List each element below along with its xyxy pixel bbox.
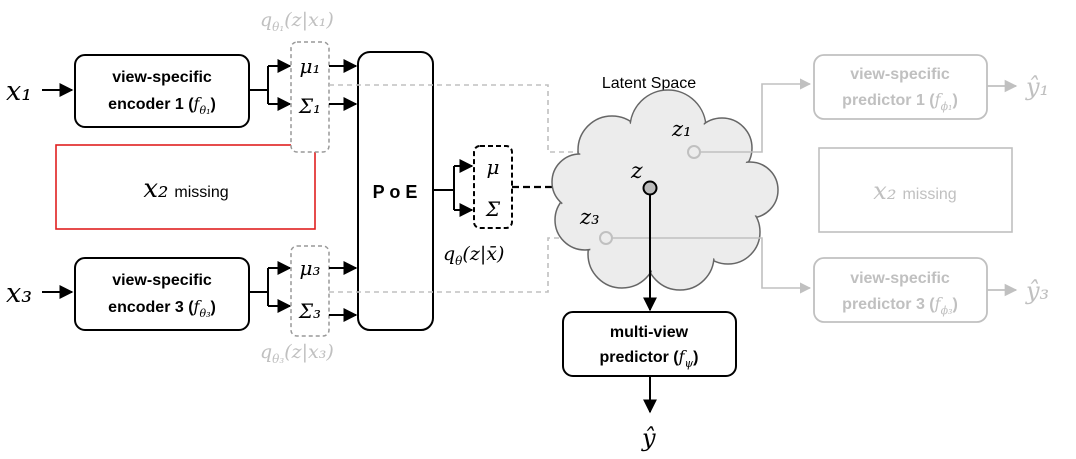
predictor-1-line2: predictor 1 (fϕ₁) [842, 90, 958, 113]
predictor-3-line1: view-specific [850, 270, 950, 287]
mu3-label: μ₃ [299, 256, 320, 280]
mu1-label: μ₁ [299, 54, 320, 78]
posterior-1-box: μ₁ Σ₁ [290, 41, 330, 153]
encoder-3-line1: view-specific [112, 272, 212, 289]
joint-mu-label: μ [487, 155, 500, 179]
latent-z3-label: z₃ [579, 205, 599, 229]
output-y3-hat: ŷ₃ [1025, 277, 1049, 305]
input-x3-label: x₃ [6, 278, 32, 309]
encoder-3-line2: encoder 3 (fθ₃) [108, 297, 216, 320]
posterior-to-poe-arrows [329, 59, 358, 322]
latent-z-label: z [630, 159, 643, 184]
posterior-3-box: μ₃ Σ₃ [290, 245, 330, 337]
encoder-1-box: view-specific encoder 1 (fθ₁) [74, 54, 250, 128]
posterior-q1-label: qθ₁(z|x₁) [260, 9, 334, 34]
joint-posterior-box: μ Σ [473, 145, 513, 229]
joint-sigma-label: Σ [485, 197, 501, 221]
predictor-1-line1: view-specific [850, 66, 950, 83]
input-x1-label: x₁ [6, 76, 32, 107]
posterior-q3-label: qθ₃(z|x₃) [260, 341, 334, 366]
sigma1-label: Σ₁ [298, 94, 321, 118]
latent-space-title: Latent Space [602, 75, 696, 92]
joint-posterior-label: qθ(z|x̄) [443, 243, 504, 268]
predictor-3-box: view-specific predictor 3 (fϕ₃) [813, 257, 988, 323]
latent-z1-point [687, 145, 701, 159]
encoder-3-branch [249, 261, 292, 313]
poe-branch [433, 159, 474, 217]
encoder-1-line1: view-specific [112, 69, 212, 86]
output-y1-hat: ŷ₁ [1025, 73, 1049, 101]
multiview-line1: multi-view [610, 324, 689, 341]
output-y-hat: ŷ [641, 424, 656, 452]
encoder-1-branch [249, 59, 292, 111]
faded-link-z3-to-predictor3 [612, 237, 812, 294]
encoder-1-line2: encoder 1 (fθ₁) [108, 94, 216, 117]
poe-label: P o E [373, 182, 418, 202]
sigma3-label: Σ₃ [298, 299, 321, 323]
faded-link-z1-to-predictor1 [700, 78, 812, 153]
multiview-line2: predictor (fψ) [599, 347, 698, 370]
encoder-3-box: view-specific encoder 3 (fθ₃) [74, 257, 250, 331]
poe-block: P o E [357, 51, 434, 331]
latent-z1-label: z₁ [671, 117, 691, 141]
predictor-3-line2: predictor 3 (fϕ₃) [842, 294, 958, 317]
latent-space-cloud-fill [554, 92, 776, 288]
predictor-1-box: view-specific predictor 1 (fϕ₁) [813, 54, 988, 120]
multiview-predictor-box: multi-view predictor (fψ) [562, 311, 737, 377]
latent-z-point [642, 180, 658, 196]
latent-z3-point [599, 231, 613, 245]
